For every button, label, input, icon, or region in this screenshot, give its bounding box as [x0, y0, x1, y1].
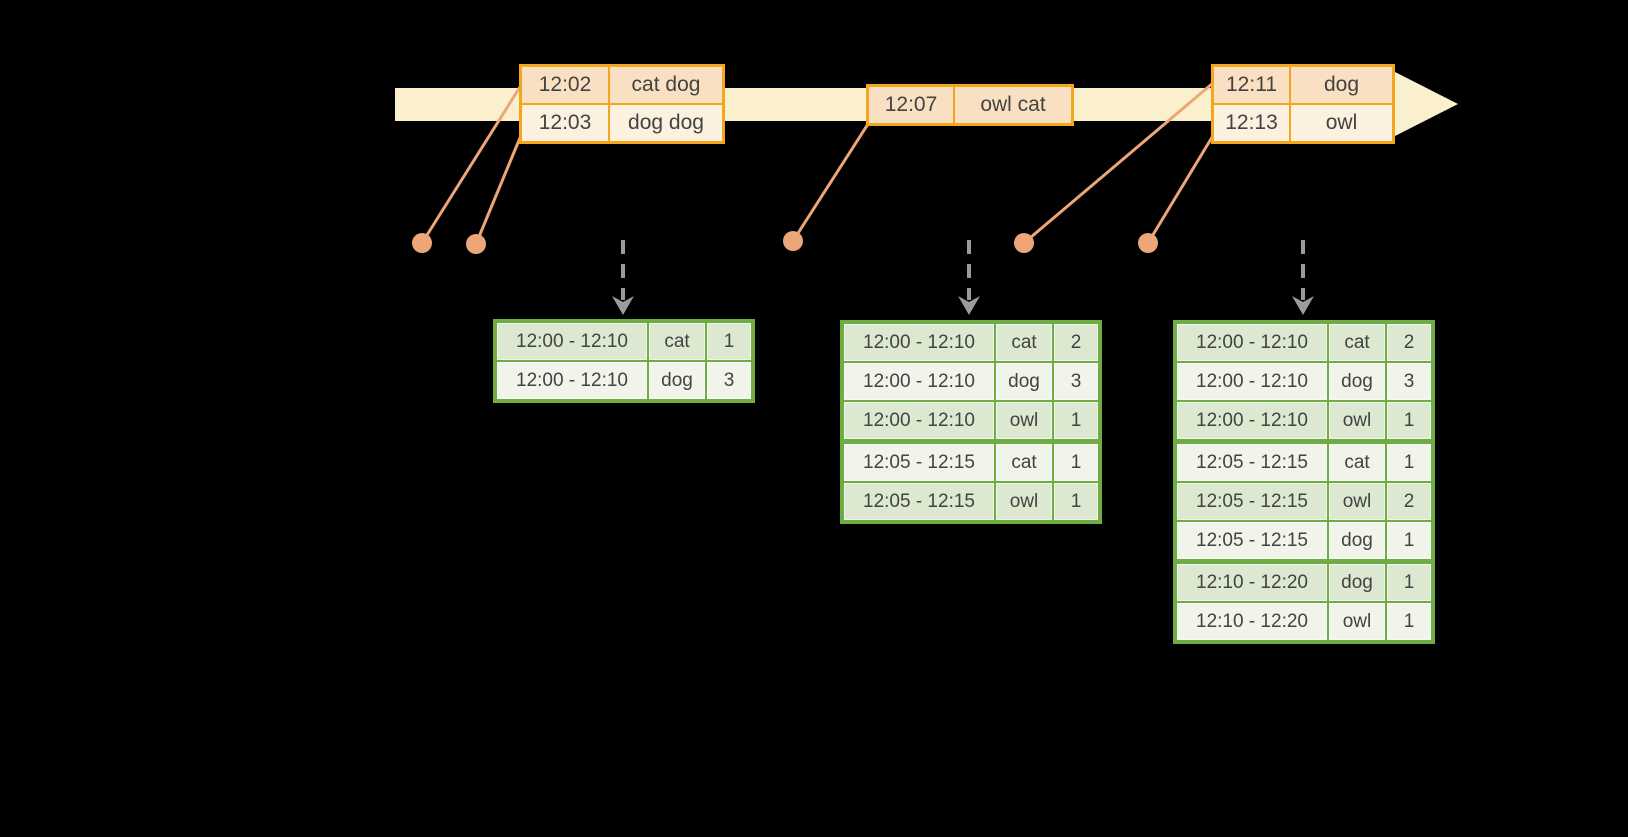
- event-connector-line: [791, 123, 870, 242]
- event-connector-line: [474, 132, 524, 245]
- event-time-dot: [466, 234, 486, 254]
- count-cell: 3: [705, 360, 754, 402]
- count-cell: 2: [1052, 321, 1101, 363]
- trigger-arrow-icon: [612, 240, 634, 315]
- event-words-cell: owl: [1289, 103, 1395, 144]
- count-cell: 3: [1385, 361, 1434, 402]
- count-cell: 1: [1385, 520, 1434, 563]
- word-cell: owl: [1327, 400, 1387, 443]
- window-cell: 12:00 - 12:10: [494, 360, 649, 402]
- event-words-cell: owl cat: [953, 84, 1074, 126]
- event-words-cell: dog dog: [608, 103, 725, 144]
- window-cell: 12:05 - 12:15: [1174, 520, 1329, 563]
- window-cell: 12:00 - 12:10: [841, 400, 996, 443]
- event-words-cell: cat dog: [608, 64, 725, 105]
- event-time-dot: [783, 231, 803, 251]
- count-cell: 3: [1052, 361, 1101, 402]
- trigger-arrow-icon: [958, 240, 980, 315]
- count-cell: 1: [1052, 439, 1101, 483]
- window-cell: 12:05 - 12:15: [1174, 439, 1329, 483]
- count-cell: 1: [1385, 400, 1434, 443]
- event-time-cell: 12:11: [1211, 64, 1291, 105]
- event-time-dot: [1138, 233, 1158, 253]
- word-cell: cat: [994, 321, 1054, 363]
- event-connector-line: [420, 86, 522, 244]
- event-time-cell: 12:07: [866, 84, 955, 126]
- word-cell: dog: [1327, 520, 1387, 563]
- word-cell: owl: [1327, 481, 1387, 522]
- window-cell: 12:05 - 12:15: [1174, 481, 1329, 522]
- window-cell: 12:00 - 12:10: [1174, 400, 1329, 443]
- event-connector-line: [1146, 133, 1216, 244]
- window-cell: 12:00 - 12:10: [494, 320, 649, 362]
- trigger-arrow-icon: [1292, 240, 1314, 315]
- window-cell: 12:05 - 12:15: [841, 439, 996, 483]
- word-cell: dog: [647, 360, 707, 402]
- count-cell: 1: [1385, 559, 1434, 603]
- event-time-dot: [412, 233, 432, 253]
- word-cell: owl: [1327, 601, 1387, 643]
- word-cell: dog: [1327, 361, 1387, 402]
- timeline-arrowhead-icon: [1395, 72, 1458, 136]
- count-cell: 1: [1052, 481, 1101, 523]
- window-cell: 12:00 - 12:10: [1174, 321, 1329, 363]
- window-cell: 12:10 - 12:20: [1174, 559, 1329, 603]
- window-cell: 12:00 - 12:10: [841, 321, 996, 363]
- word-cell: cat: [647, 320, 707, 362]
- word-cell: cat: [1327, 439, 1387, 483]
- word-cell: dog: [994, 361, 1054, 402]
- event-time-cell: 12:13: [1211, 103, 1291, 144]
- word-cell: dog: [1327, 559, 1387, 603]
- window-cell: 12:10 - 12:20: [1174, 601, 1329, 643]
- event-time-cell: 12:02: [519, 64, 610, 105]
- event-connector-line: [1023, 81, 1214, 245]
- word-cell: cat: [994, 439, 1054, 483]
- window-cell: 12:00 - 12:10: [841, 361, 996, 402]
- window-cell: 12:00 - 12:10: [1174, 361, 1329, 402]
- count-cell: 2: [1385, 481, 1434, 522]
- word-cell: cat: [1327, 321, 1387, 363]
- count-cell: 2: [1385, 321, 1434, 363]
- word-cell: owl: [994, 400, 1054, 443]
- event-words-cell: dog: [1289, 64, 1395, 105]
- count-cell: 1: [1385, 601, 1434, 643]
- count-cell: 1: [1052, 400, 1101, 443]
- event-time-cell: 12:03: [519, 103, 610, 144]
- count-cell: 1: [705, 320, 754, 362]
- window-cell: 12:05 - 12:15: [841, 481, 996, 523]
- count-cell: 1: [1385, 439, 1434, 483]
- word-cell: owl: [994, 481, 1054, 523]
- event-time-dot: [1014, 233, 1034, 253]
